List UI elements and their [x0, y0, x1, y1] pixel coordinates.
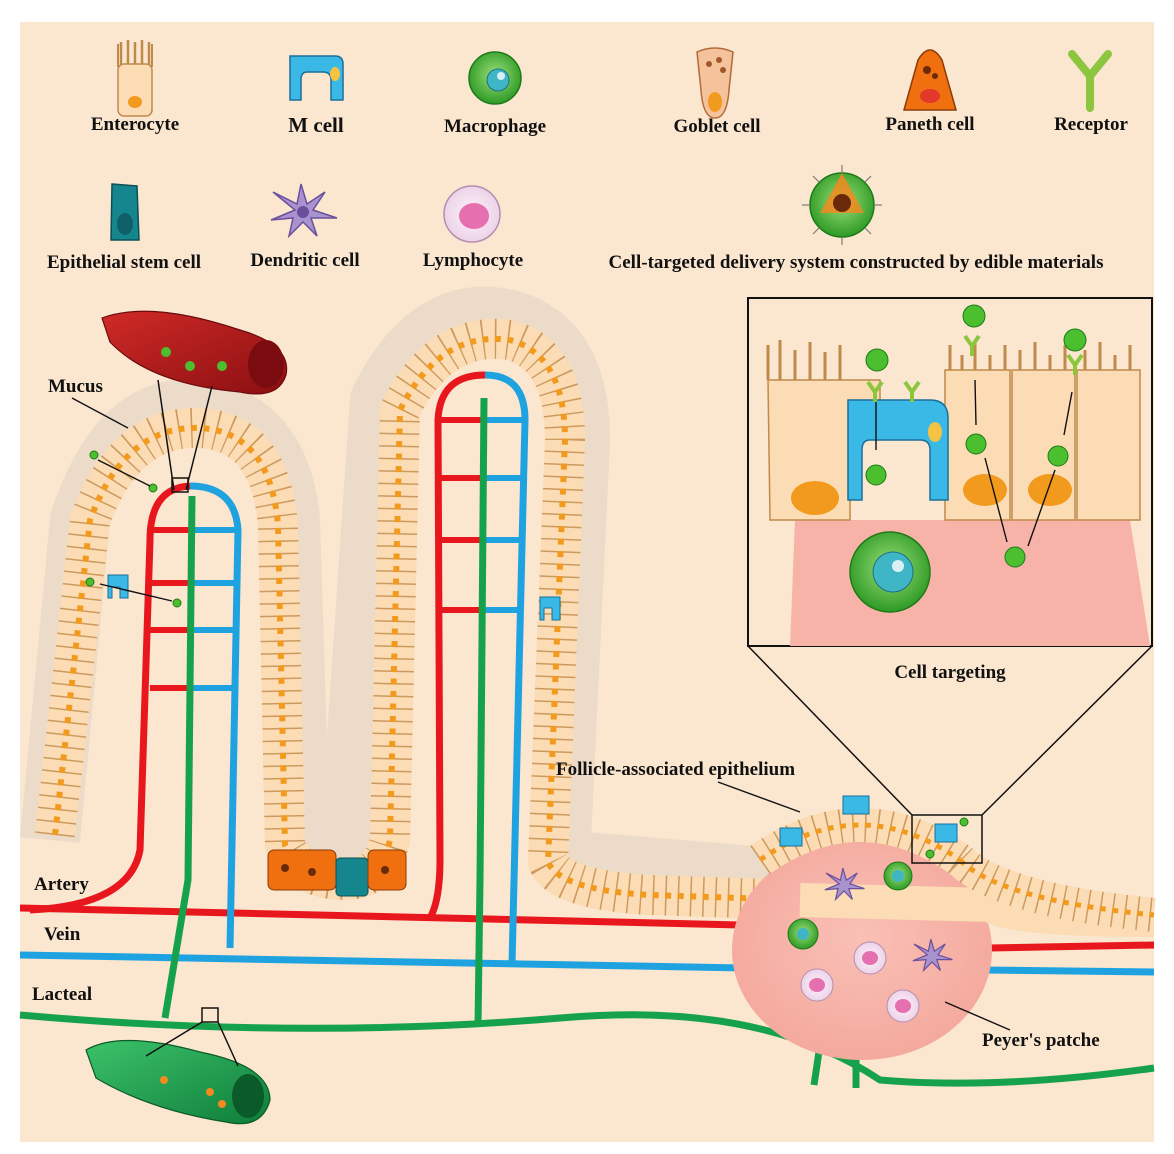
patch-macrophage-2 [787, 918, 819, 950]
goblet-cell-icon [696, 47, 734, 119]
nanoparticle-icon [802, 165, 882, 245]
legend-delivery-label: Cell-targeted delivery system constructe… [609, 252, 1104, 273]
cell-targeting-inset: Cell targeting [747, 297, 1153, 683]
m-cell-villus-1 [107, 574, 129, 599]
peyers-pointer [944, 1001, 1011, 1031]
legend-goblet-label: Goblet cell [673, 116, 760, 137]
legend-stem-label: Epithelial stem cell [47, 252, 201, 273]
rbc-zoom-lines [157, 379, 213, 493]
mucus-label: Mucus [48, 376, 103, 397]
mucus-pointer [71, 397, 129, 429]
inset-zoom-lines [747, 645, 1153, 864]
patch-lymphocyte-1 [853, 941, 887, 975]
lymph-vessel-icon [85, 1039, 271, 1125]
floating-particles [85, 450, 969, 859]
patch-dendritic-1 [824, 868, 865, 902]
legend-receptor-label: Receptor [1054, 114, 1128, 135]
enterocyte-icon [117, 40, 153, 117]
dendritic-cell-icon [270, 183, 338, 239]
m-cell-villus-2 [539, 596, 561, 621]
paneth-cell-icon [903, 49, 957, 111]
legend-lymphocyte-label: Lymphocyte [423, 250, 523, 271]
vein-label: Vein [44, 924, 81, 945]
particle-arrows [97, 459, 173, 602]
lacteal-label: Lacteal [32, 984, 92, 1005]
patch-macrophage-1 [883, 861, 913, 891]
receptor-icon [1068, 50, 1112, 112]
legend-enterocyte-label: Enterocyte [91, 114, 179, 135]
crypt-base [267, 849, 407, 897]
legend-paneth-label: Paneth cell [885, 114, 974, 135]
macrophage-icon [468, 51, 522, 105]
lymphocyte-icon [443, 185, 501, 243]
lymph-zoom-lines [145, 1007, 239, 1067]
villus-2-capillaries [426, 371, 529, 1026]
patch-lymphocyte-2 [800, 968, 834, 1002]
patch-lymphocyte-3 [886, 989, 920, 1023]
vein-vessel [19, 951, 1155, 976]
stem-cell-icon [110, 183, 140, 241]
cell-targeting-label: Cell targeting [894, 662, 1006, 683]
peyers-label: Peyer's patche [982, 1030, 1100, 1051]
patch-dendritic-2 [912, 939, 953, 973]
villus-1-capillaries [29, 482, 242, 1019]
legend-dendritic-label: Dendritic cell [250, 250, 359, 271]
red-blood-cell-icon [101, 310, 288, 395]
fae-pointer [717, 781, 801, 813]
legend-m-cell-label: M cell [288, 113, 344, 137]
legend-macrophage-label: Macrophage [444, 116, 546, 137]
m-cell-icon [289, 55, 344, 101]
artery-vessel [19, 904, 1155, 952]
fae-label: Follicle-associated epithelium [556, 759, 795, 780]
artery-label: Artery [34, 874, 89, 895]
